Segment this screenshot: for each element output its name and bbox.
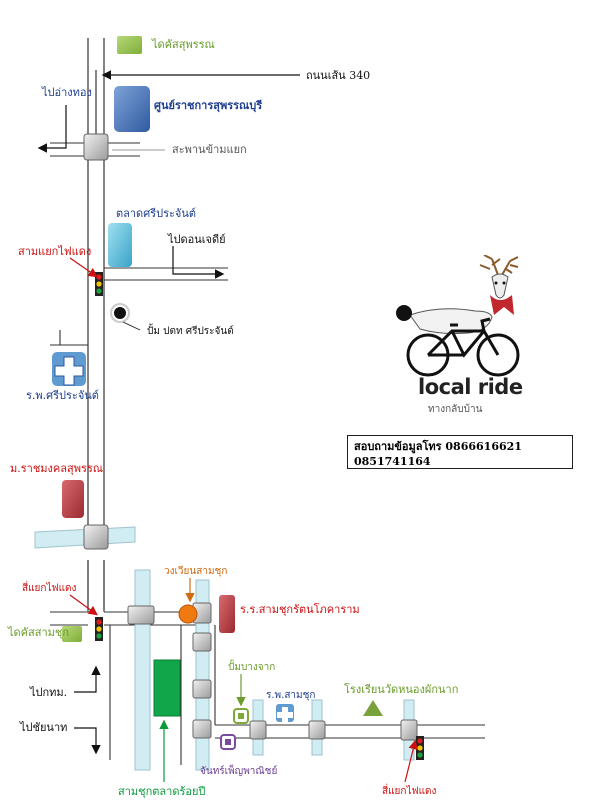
label-old-market: สามชุกตลาดร้อยปี bbox=[118, 785, 206, 798]
store-icon bbox=[220, 734, 236, 750]
traffic-light-icon bbox=[416, 736, 424, 760]
label-sam-chuk-roundabout: วงเวียนสามชุก bbox=[164, 566, 228, 577]
label-ptt-station: ปั้ม ปตท ศรีประจันต์ bbox=[147, 326, 234, 337]
label-four-way-light-2: สี่แยกไฟแดง bbox=[382, 786, 437, 797]
rajamangala-building bbox=[62, 480, 84, 518]
tai-suphan-block bbox=[117, 36, 142, 54]
label-government-center: ศูนย์ราชการสุพรรณบุรี bbox=[154, 99, 263, 112]
side-road-1 bbox=[50, 330, 88, 346]
ptt-pointer bbox=[122, 321, 141, 331]
hospital-icon bbox=[52, 352, 86, 386]
ang-thong-arrow bbox=[37, 105, 67, 153]
three-way-pointer bbox=[69, 257, 98, 278]
label-bang-chak: ปั้มบางจาก bbox=[228, 662, 276, 673]
traffic-light-icon bbox=[95, 617, 103, 641]
label-three-way-light: สามแยกไฟแดง bbox=[18, 245, 92, 258]
tai-sam-chuk-block bbox=[62, 626, 82, 642]
label-wat-school: โรงเรียนวัดหนองผักนาก bbox=[344, 683, 459, 696]
overpass-road bbox=[50, 142, 140, 157]
four-way-pointer-1 bbox=[69, 594, 98, 616]
label-to-don-chedi: ไปดอนเจดีย์ bbox=[168, 233, 226, 246]
brand-tagline: ทางกลับบ้าน bbox=[428, 404, 483, 415]
label-sam-chuk-school: ร.ร.สามชุกรัตนโภคาราม bbox=[240, 603, 360, 616]
overpass-junction bbox=[83, 133, 109, 161]
old-market-block bbox=[153, 659, 181, 717]
sri-prachan-market-building bbox=[108, 223, 132, 267]
label-four-way-light-1: สี่แยกไฟแดง bbox=[22, 583, 77, 594]
sam-chuk-school-building bbox=[219, 595, 235, 633]
label-overpass: สะพานข้ามแยก bbox=[172, 143, 247, 156]
don-chedi-road bbox=[104, 267, 228, 281]
contact-box: สอบถามข้อมูลโทร 0866616621 0851741164 bbox=[347, 435, 573, 469]
traffic-light-icon bbox=[95, 272, 103, 296]
label-to-chainat: ไปชัยนาท bbox=[20, 721, 68, 734]
to-chainat-arrow bbox=[74, 727, 101, 755]
crossroad-band bbox=[34, 524, 136, 550]
label-sri-prachan-market: ตลาดศรีประจันต์ bbox=[116, 207, 197, 220]
label-tai-suphan: ไดคัสสุพรรณ bbox=[152, 38, 215, 51]
label-sri-prachan-hospital: ร.พ.ศรีประจันต์ bbox=[26, 389, 99, 402]
local-ride-logo bbox=[396, 255, 520, 377]
label-chan-phen: จันทร์เพ็ญพาณิชย์ bbox=[200, 766, 278, 777]
sam-chuk-road-1 bbox=[134, 569, 151, 771]
government-center-building bbox=[114, 86, 150, 132]
brand-name: local ride bbox=[418, 375, 523, 399]
contact-text: สอบถามข้อมูลโทร 0866616621 0851741164 bbox=[354, 439, 522, 468]
school-icon bbox=[363, 700, 383, 716]
label-tai-sam-chuk: ไดคัสสามชุก bbox=[8, 626, 70, 639]
label-to-ang-thong: ไปอ่างทอง bbox=[42, 86, 92, 99]
label-road-340: ถนนเส้น 340 bbox=[306, 69, 371, 82]
hospital-icon bbox=[276, 704, 294, 723]
four-way-pointer-2 bbox=[404, 739, 418, 783]
label-sam-chuk-hospital: ร.พ.สามชุก bbox=[266, 690, 316, 701]
label-to-bangkok: ไปกทม. bbox=[30, 686, 68, 699]
to-bangkok-arrow bbox=[74, 665, 101, 693]
bang-chak-icon bbox=[233, 708, 249, 724]
don-chedi-arrow bbox=[172, 246, 225, 279]
label-rajamangala: ม.ราชมงคลสุพรรณ bbox=[10, 462, 104, 475]
gas-station-icon bbox=[110, 303, 130, 323]
roundabout-icon bbox=[178, 604, 198, 624]
